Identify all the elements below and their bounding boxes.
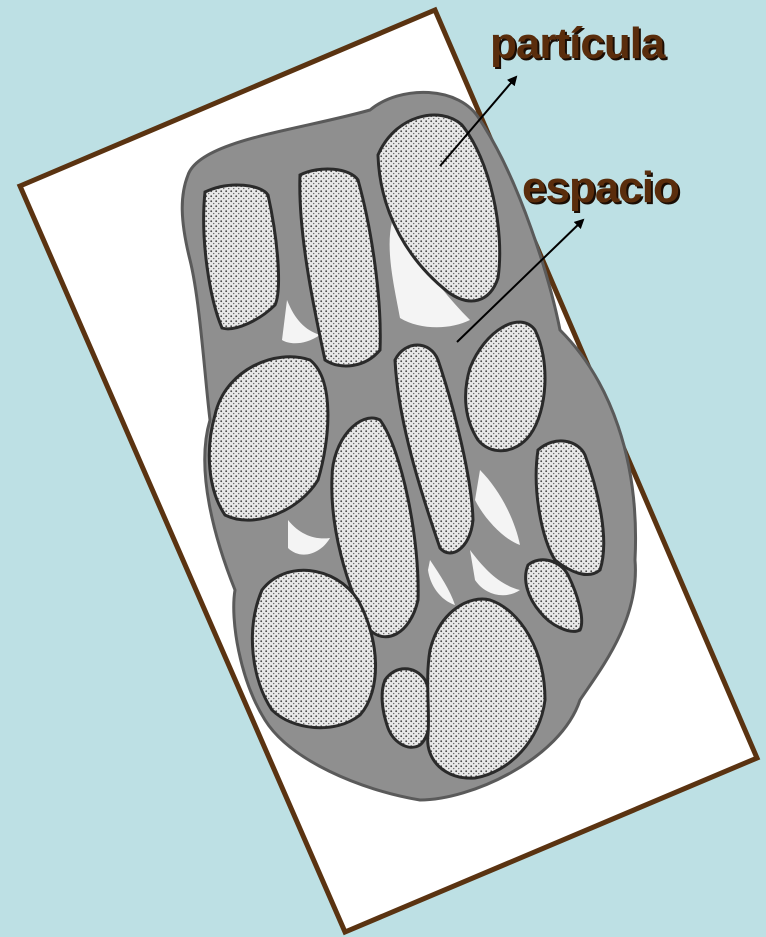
space-label: espacio bbox=[522, 166, 679, 210]
particle-label: partícula bbox=[490, 22, 664, 66]
particle-1 bbox=[204, 185, 279, 329]
